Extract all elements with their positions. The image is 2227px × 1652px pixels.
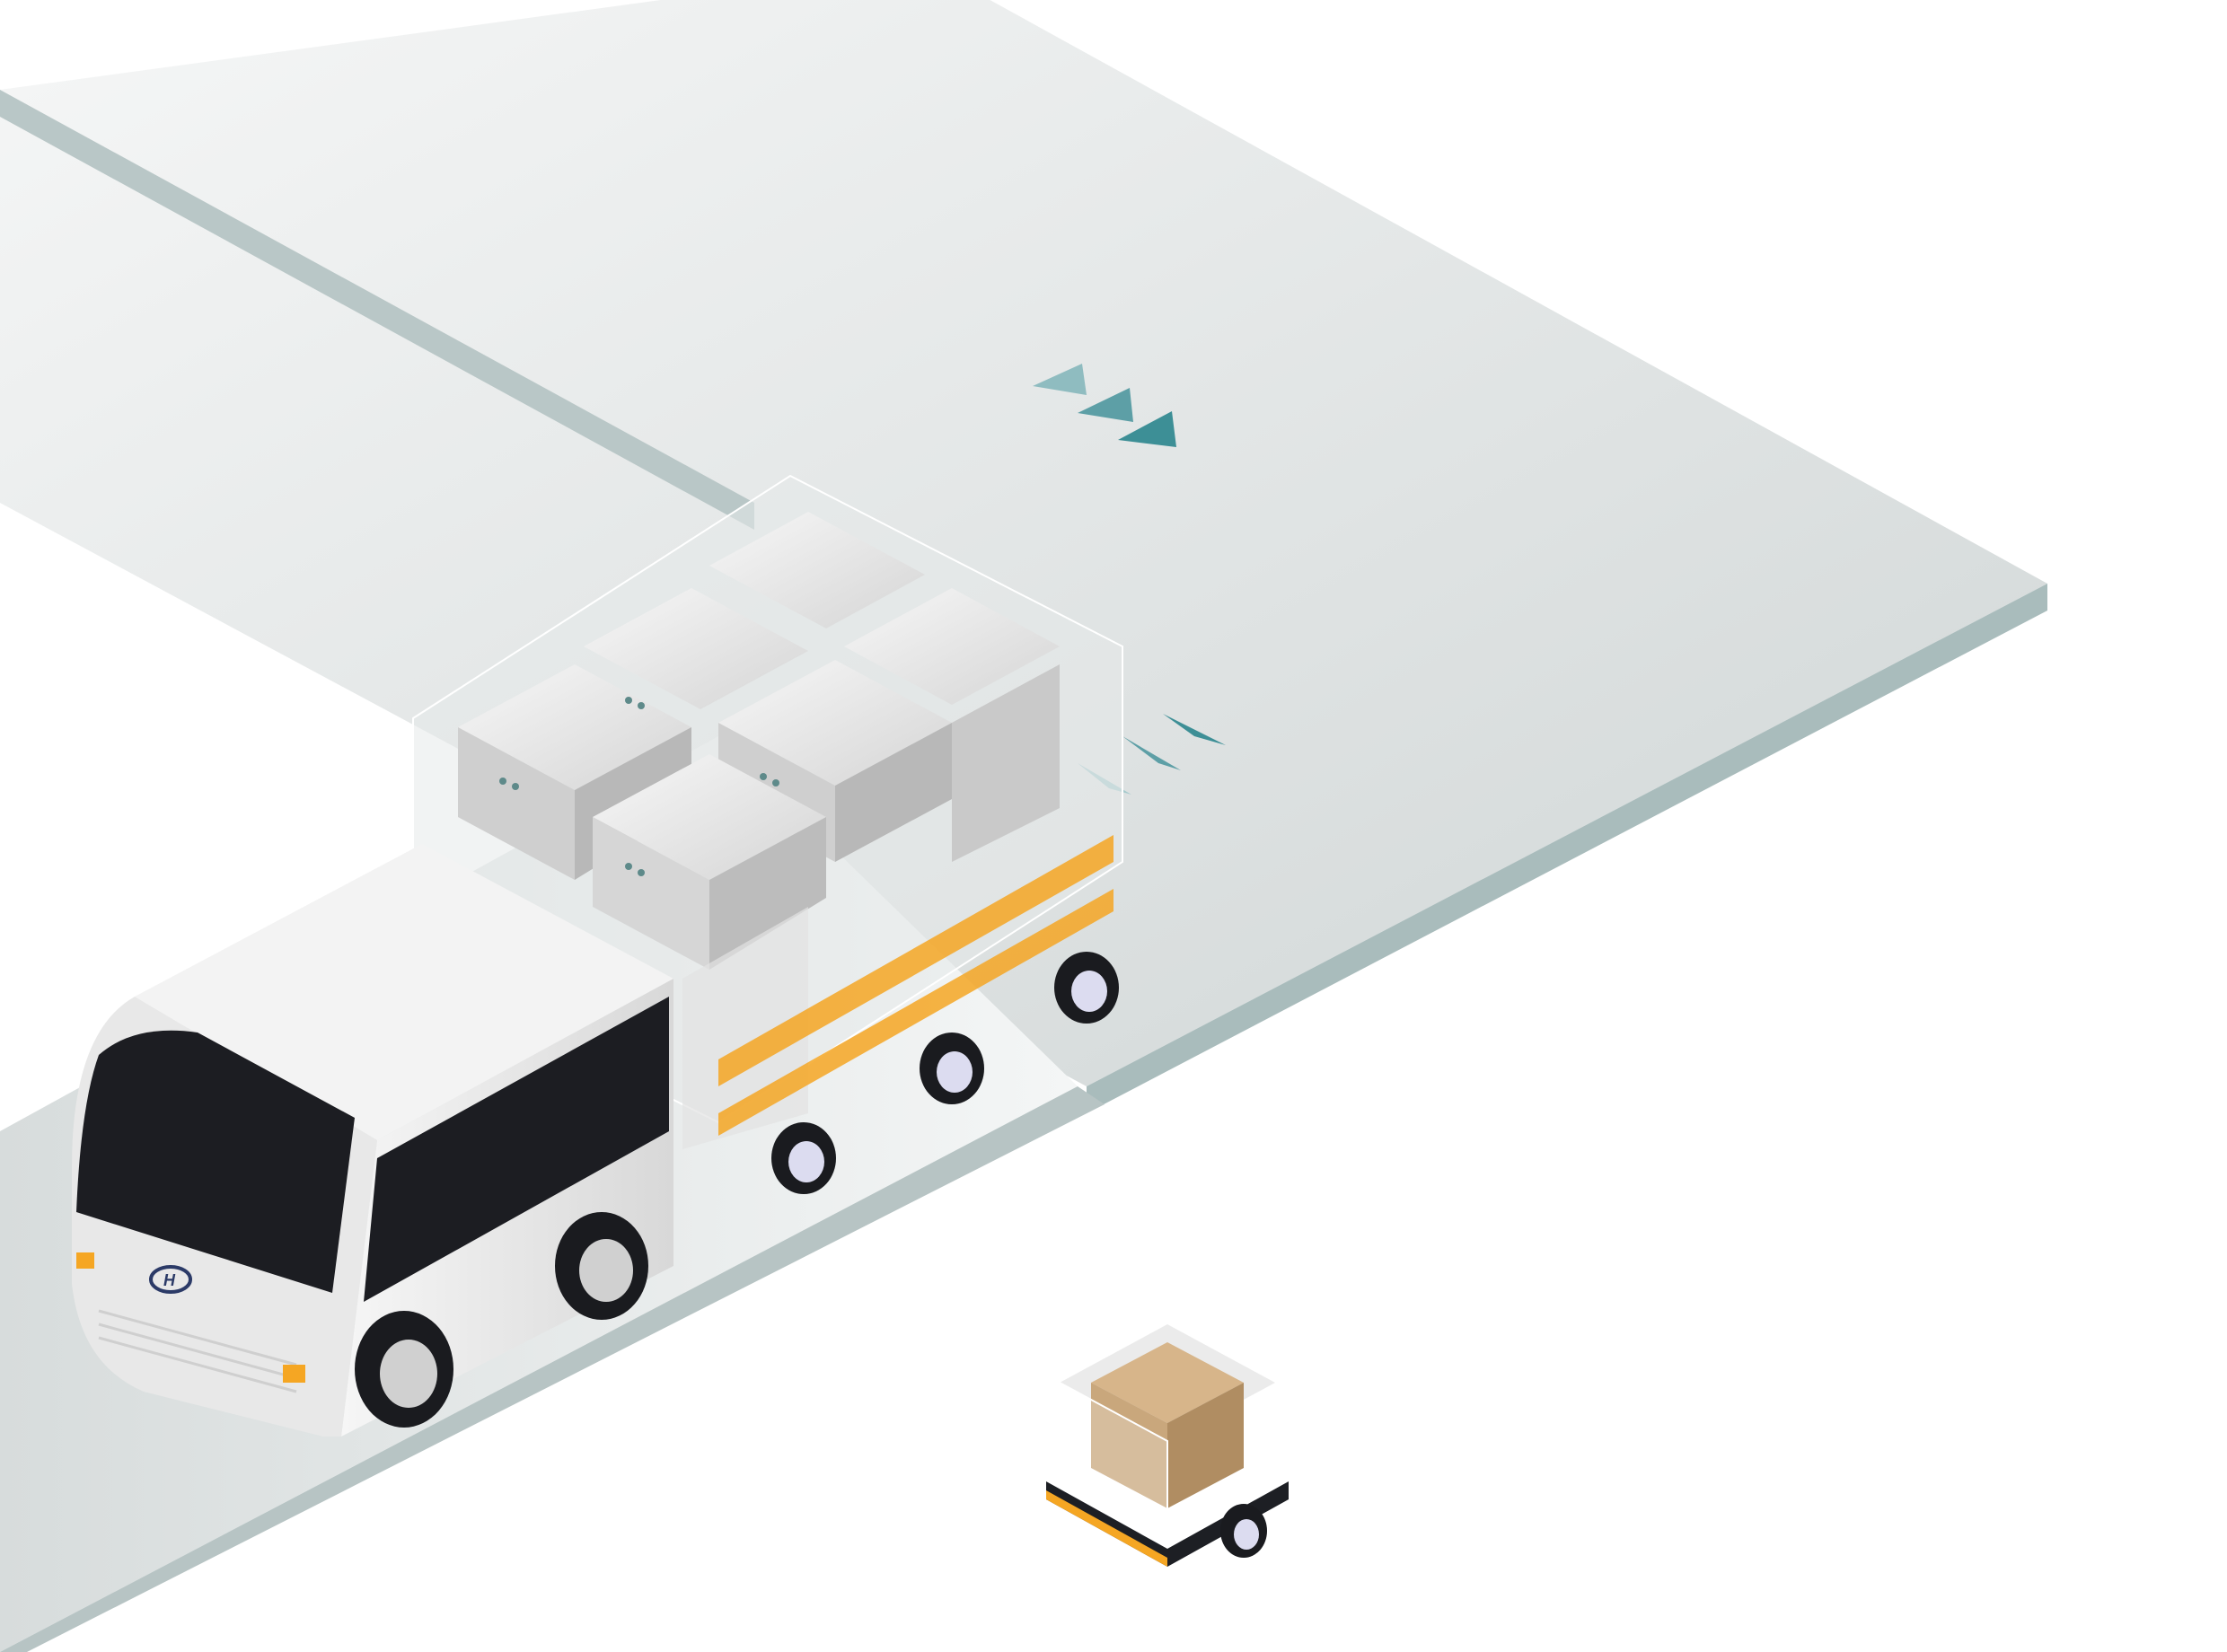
hyundai-logo-icon: H (149, 1265, 192, 1294)
svg-text:H: H (163, 1271, 176, 1289)
arrow-chevron-icon (1122, 736, 1181, 770)
module-light-icon (512, 783, 519, 790)
delivery-robot-cargo (1046, 1324, 1289, 1567)
upper-road-left-edge (0, 90, 754, 530)
arrow-chevron-icon (1163, 714, 1226, 745)
module-light-icon (625, 697, 632, 704)
direction-arrows-upper (1033, 364, 1176, 447)
lower-road-edge (0, 1086, 1105, 1652)
cab-grille (98, 1309, 297, 1393)
module-light-icon (772, 779, 779, 786)
arrow-chevron-icon (1033, 364, 1087, 395)
cab-side-window (364, 997, 669, 1302)
cab-windshield (76, 1030, 355, 1293)
module-stack-back-row (584, 512, 1060, 709)
module-light-icon (638, 869, 645, 876)
convoy-wheels (771, 952, 1119, 1194)
upper-road-edge (1087, 584, 2047, 1113)
module-indicator-lights (499, 697, 779, 876)
cab-top (135, 844, 673, 1140)
delivery-robots (851, 1112, 1289, 1567)
cab-vehicle: H (72, 844, 673, 1437)
cargo-box (1091, 1383, 1167, 1508)
headlight-left-icon (76, 1252, 94, 1269)
arrow-chevron-icon (1118, 411, 1176, 447)
module-light-icon (625, 863, 632, 870)
headlight-right-icon (283, 1365, 305, 1383)
arrow-chevron-icon (1078, 388, 1133, 422)
cab-wheels (355, 1212, 648, 1428)
upper-road (0, 0, 2047, 1086)
module-light-icon (760, 773, 767, 780)
module-light-icon (638, 702, 645, 709)
convoy-orange-stripes (718, 835, 1114, 1136)
module-light-icon (499, 778, 506, 785)
